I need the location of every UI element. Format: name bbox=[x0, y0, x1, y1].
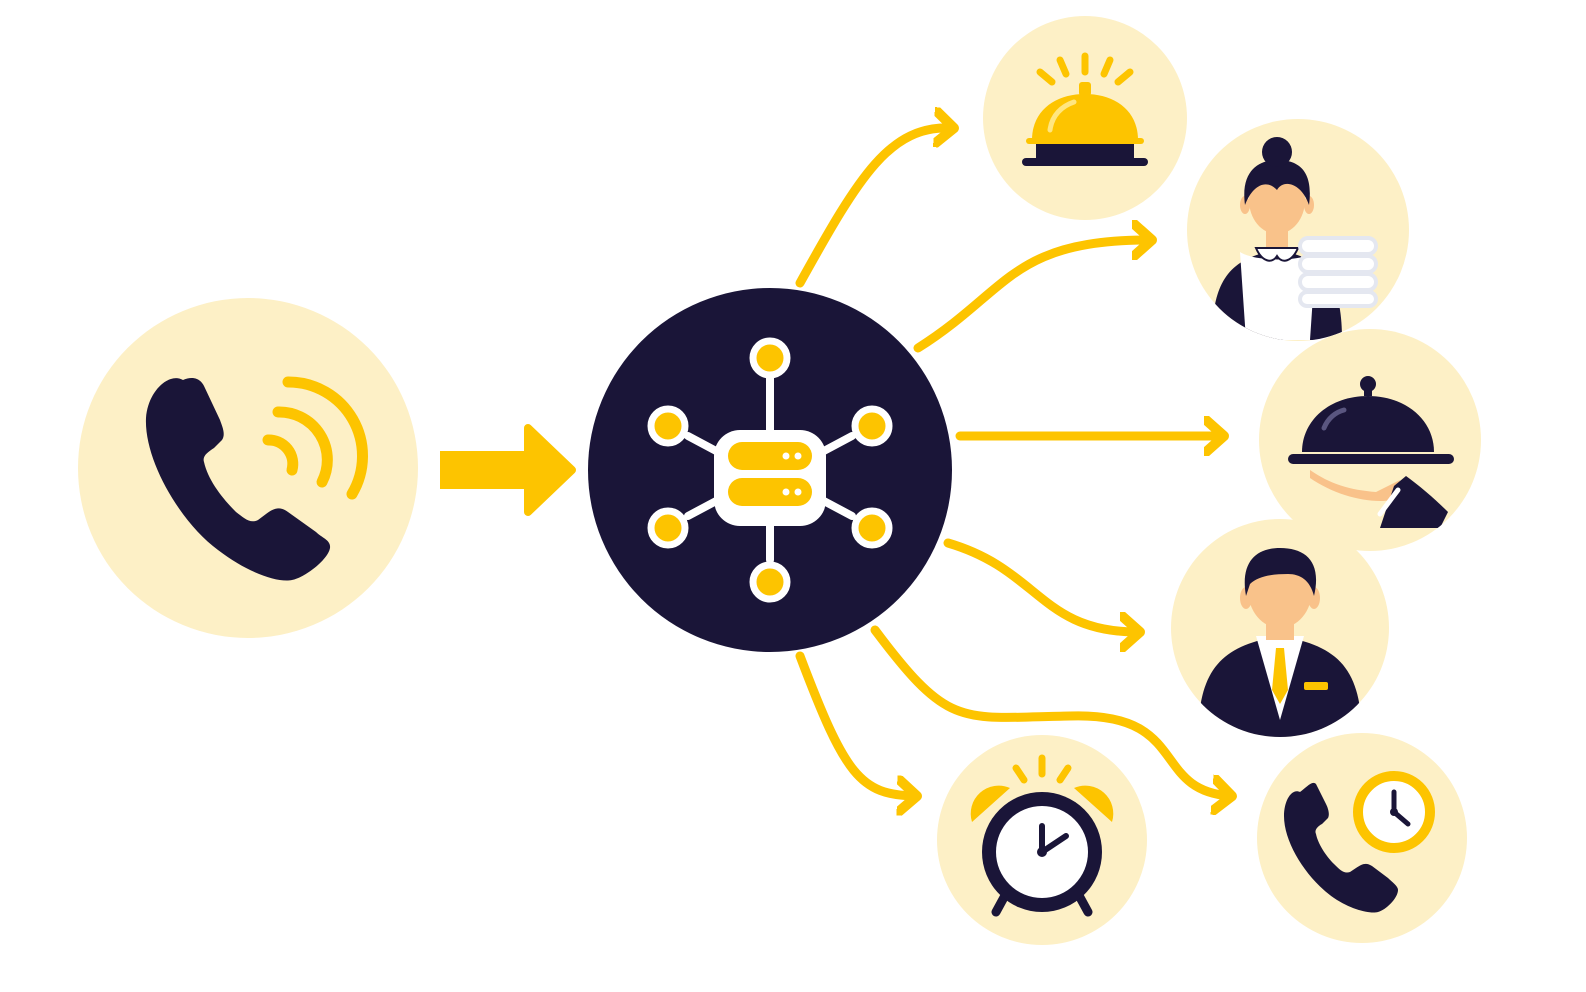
room-service-node bbox=[1259, 329, 1481, 551]
arrow-wake-up-call bbox=[795, 651, 915, 796]
phone-with-clock-icon bbox=[1284, 771, 1435, 913]
incoming-call-icon bbox=[145, 376, 368, 581]
incoming-call-bubble bbox=[78, 298, 418, 638]
room-service-cloche-icon bbox=[1288, 376, 1454, 528]
scheduled-callback-node bbox=[1257, 733, 1467, 943]
alarm-clock-icon bbox=[970, 754, 1114, 917]
arrow-concierge bbox=[943, 538, 1138, 632]
housekeeping-node bbox=[1187, 119, 1409, 341]
front-desk-node bbox=[983, 16, 1187, 220]
arrow-scheduled-callback bbox=[870, 625, 1230, 796]
arrow-to-hub-head bbox=[524, 424, 576, 516]
housekeeper-with-towels-icon bbox=[1212, 137, 1378, 340]
call-routing-server-icon bbox=[647, 337, 893, 603]
service-bell-icon bbox=[1022, 52, 1148, 166]
concierge-staff-icon bbox=[1198, 548, 1362, 737]
routing-hub-node bbox=[588, 288, 952, 652]
concierge-node bbox=[1171, 519, 1389, 737]
arrow-front-desk bbox=[795, 128, 952, 288]
incoming-call-node bbox=[78, 298, 418, 638]
connectors bbox=[440, 128, 1230, 796]
wake-up-call-node bbox=[937, 735, 1147, 945]
arrow-housekeeping bbox=[913, 240, 1150, 353]
